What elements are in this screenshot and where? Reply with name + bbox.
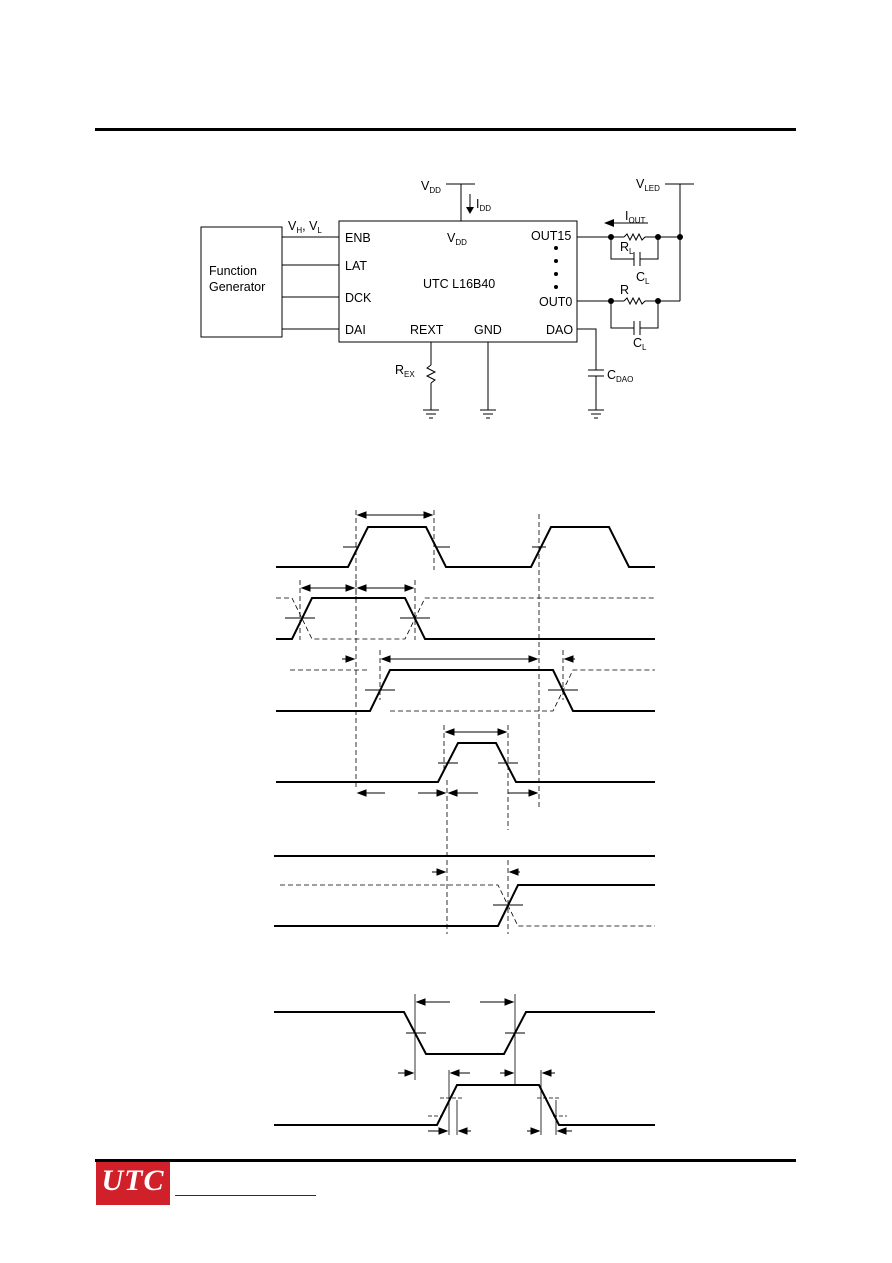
pin-enb: ENB [345,231,371,245]
waveform-out [274,884,655,927]
function-generator-box [200,226,283,338]
pin-lat: LAT [345,259,367,273]
utc-logo: UTC [96,1162,170,1205]
timing-arrows-1 [300,511,575,876]
rl-label: RL [620,240,634,256]
pin-dao: DAO [546,323,573,337]
rex-label: REX [395,363,415,379]
chip-box [338,220,578,343]
timing-reference-lines [299,510,564,934]
waveform-out-2 [274,1084,655,1126]
function-generator-label-1: Function [209,264,257,278]
pin-rext: REXT [410,323,444,337]
waveform-lat [276,742,655,783]
chip-name: UTC L16B40 [423,277,495,291]
pin-dck: DCK [345,291,372,305]
rl2-label: R [620,283,629,297]
footer-link-underline[interactable] [175,1195,316,1196]
vh-vl-label: VH, VL [288,219,322,235]
pin-out0: OUT0 [539,295,572,309]
cl2-label: CL [633,336,647,352]
circuit-nodes [554,234,683,304]
function-generator-label-2: Generator [209,280,265,294]
timing-reference-lines-2 [414,994,557,1135]
waveform-dai [276,597,655,640]
cl-label: CL [636,270,650,286]
pin-out15: OUT15 [531,229,571,243]
vled-label: VLED [636,177,660,193]
pin-dai: DAI [345,323,366,337]
vdd-inner-label: VDD [447,231,467,247]
timing-diagram-2 [274,994,655,1135]
waveform-dao [276,669,655,712]
pin-gnd: GND [474,323,502,337]
footer-rule [95,1159,796,1162]
timing-diagram-1 [274,510,655,934]
idd-label: IDD [476,197,491,213]
vdd-label: VDD [421,179,441,195]
waveform-enb-2 [274,1011,655,1055]
waveform-dck [276,526,655,568]
cdao-label: CDAO [607,368,633,384]
header-rule [95,128,796,131]
circuit-labels: Function Generator UTC L16B40 VDD VDD ID… [209,177,660,384]
test-circuit [200,183,694,419]
iout-label: IOUT [625,209,645,225]
timing-arrows-2 [398,998,572,1135]
